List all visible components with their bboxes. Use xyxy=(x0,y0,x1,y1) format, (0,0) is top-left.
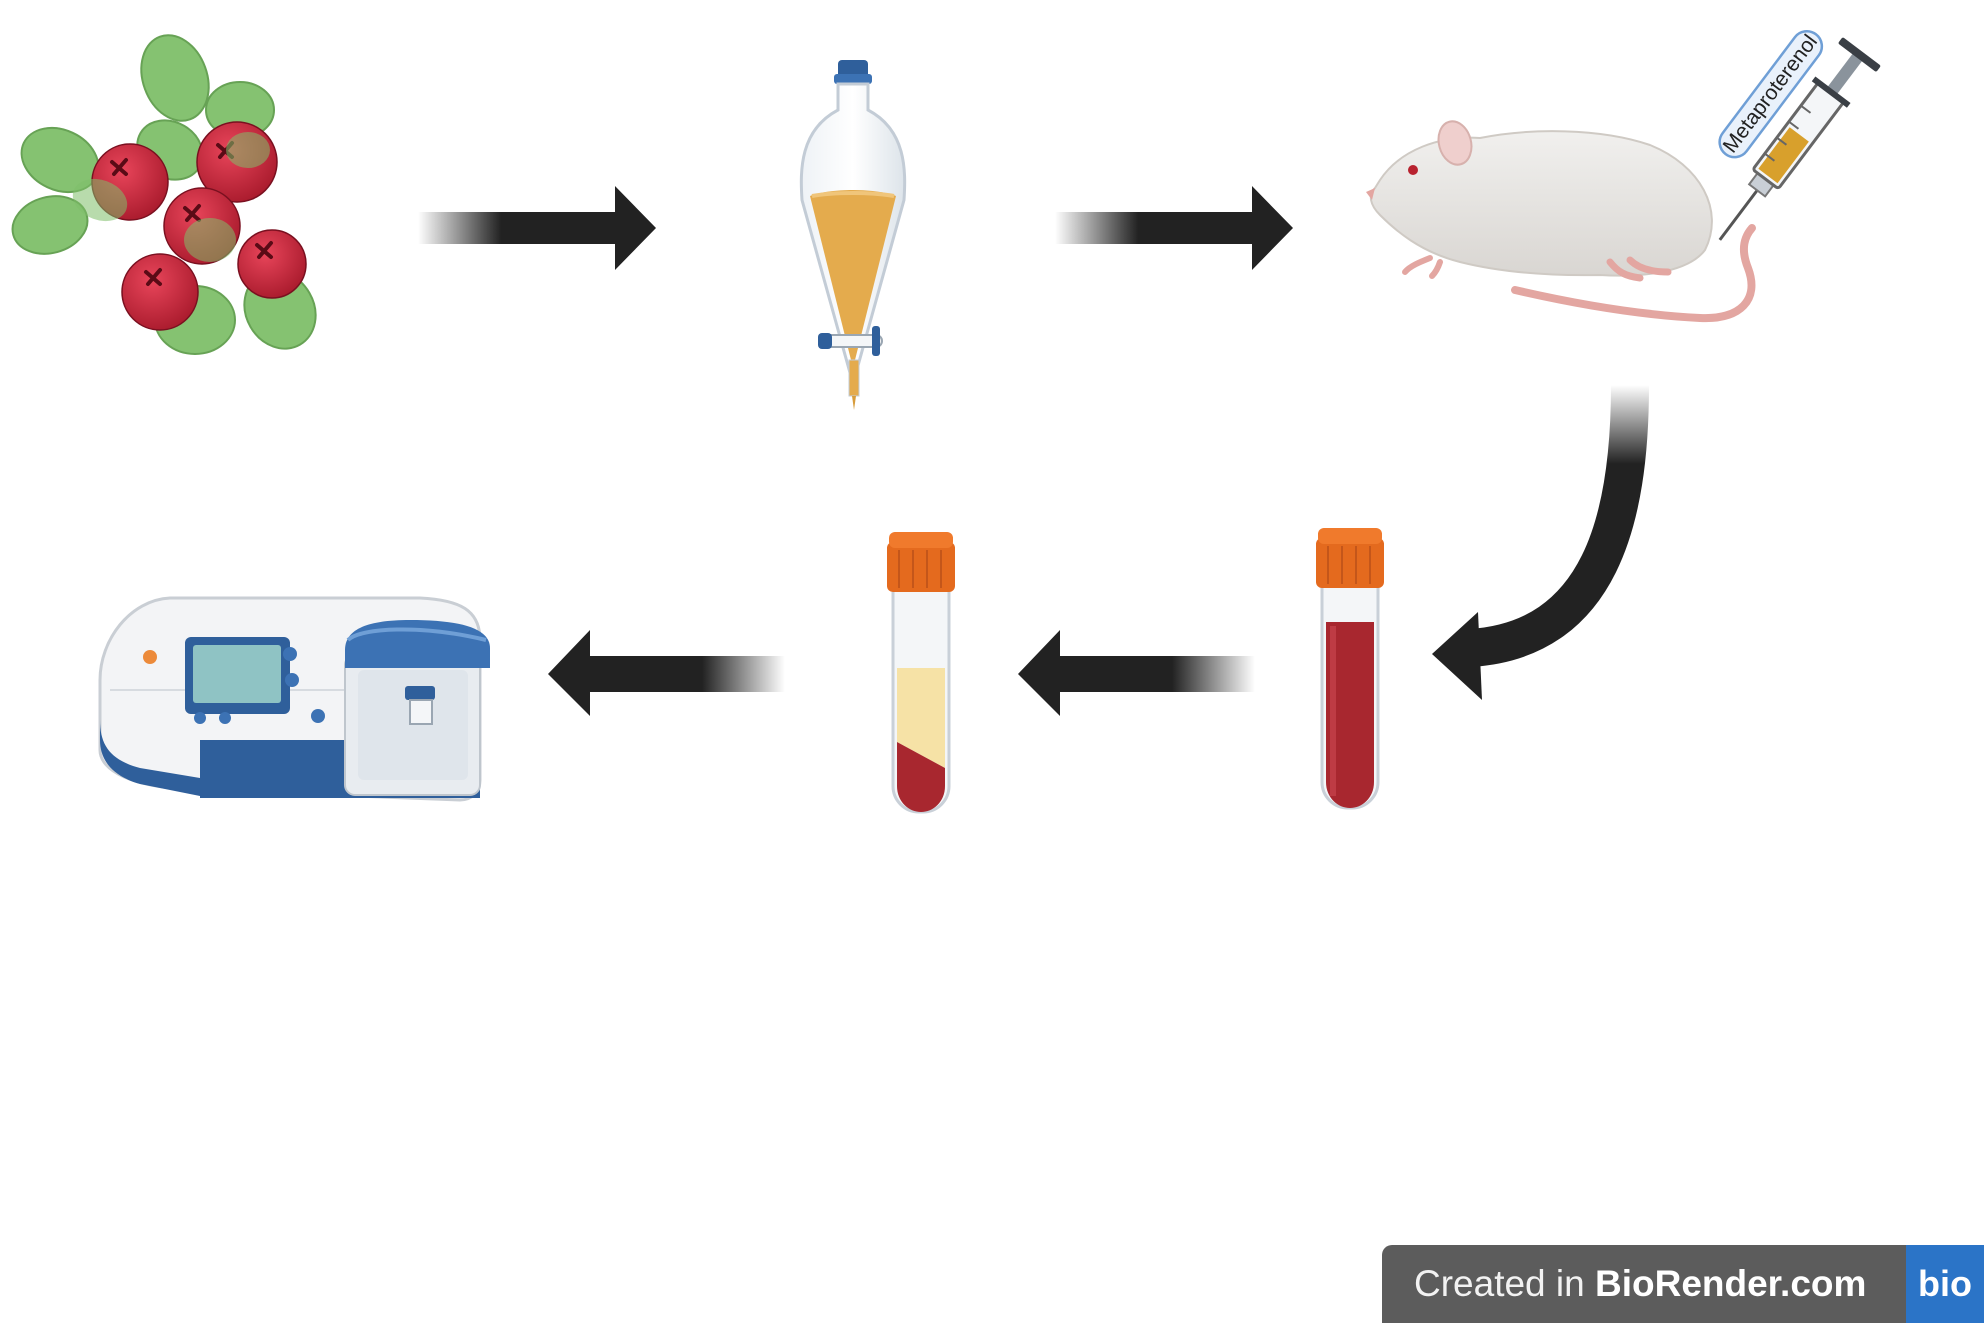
badge-text: Created in BioRender.com xyxy=(1382,1263,1866,1305)
separatory-funnel-icon xyxy=(799,60,907,410)
arrow-right-1 xyxy=(418,186,656,270)
blood-tube-icon xyxy=(1316,528,1384,810)
rat-icon xyxy=(1366,120,1756,323)
badge-brand: BioRender.com xyxy=(1595,1263,1867,1304)
arrow-left-1 xyxy=(1018,630,1255,716)
serum-tube-icon xyxy=(887,532,955,814)
berries-with-leaves-icon xyxy=(11,34,317,355)
arrow-curved-down-left xyxy=(1432,384,1649,700)
badge-prefix: Created in xyxy=(1414,1263,1595,1304)
biorender-attribution-badge[interactable]: Created in BioRender.com bio xyxy=(1382,1245,1984,1323)
arrow-left-2 xyxy=(548,630,785,716)
analyzer-instrument-icon xyxy=(98,596,490,802)
biorender-logo-icon: bio xyxy=(1906,1245,1984,1323)
arrow-right-2 xyxy=(1055,186,1293,270)
